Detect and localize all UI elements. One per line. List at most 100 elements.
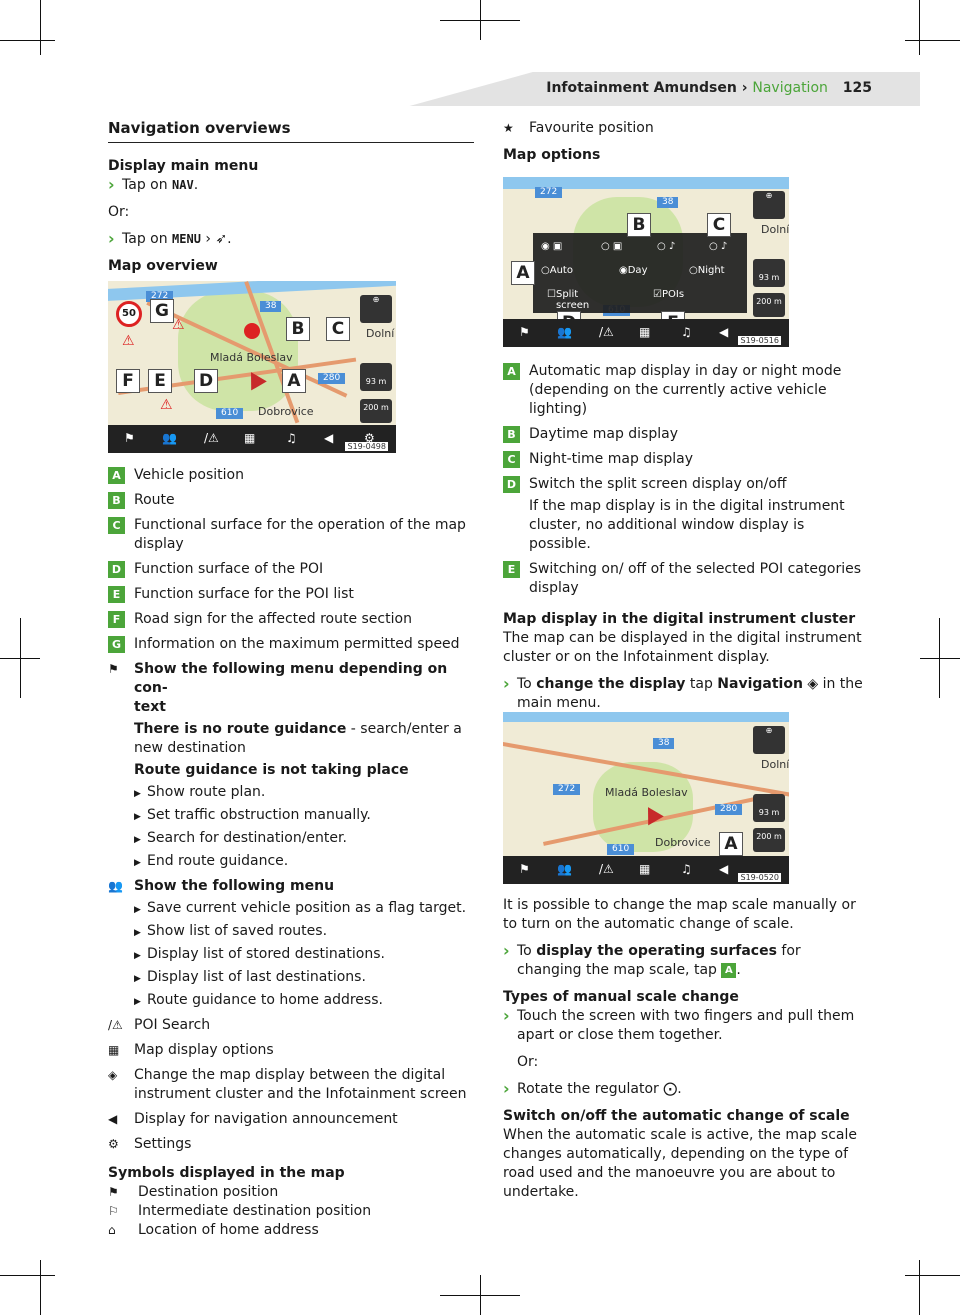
place-label: Mladá Boleslav [210,351,293,364]
menu-key[interactable]: MENU [172,232,201,246]
day-radio[interactable]: ◉ Day [619,265,648,276]
crop-mark [40,0,41,55]
symbol-item: ⚐Intermediate destination position [108,1203,372,1219]
destination-flag-icon[interactable]: ⚑ [124,431,135,445]
crop-mark [480,1275,481,1315]
header-subsection[interactable]: Navigation [752,80,828,96]
intermediate-flag-icon: ⚐ [108,1204,119,1218]
symbol-item: ⚑Destination position [108,1184,279,1200]
label-a: A [282,369,306,393]
map-overview-figure: 272 38 280 610 Mladá Boleslav Dobrovice … [108,281,396,453]
road-shield: 280 [318,373,346,384]
music-icon[interactable]: ♫ [286,431,297,445]
auto-text: When the automatic scale is active, the … [503,1127,857,1200]
night-radio[interactable]: ○ Night [689,265,725,276]
destination-flag-icon[interactable]: ⚑ [519,325,530,339]
auto-radio[interactable]: ○ Auto [541,265,573,276]
destination-flag-icon: ⚑ [108,662,119,676]
compass-button[interactable]: ⊕ [360,295,392,323]
header-section: Infotainment Amundsen [546,80,737,96]
symbol-item: ⌂Location of home address [108,1222,319,1238]
map-options-icon[interactable]: ▦ [639,325,651,339]
destination-flag-icon[interactable]: ⚑ [519,862,530,876]
music-icon[interactable]: ♫ [681,862,692,876]
split-map-option-icon[interactable]: ○ ♪ [657,241,676,252]
or-text: Or: [517,1054,539,1070]
scale-93: 93 m [360,363,392,391]
label-d: D [194,369,218,393]
label-g: G [150,299,174,323]
key-badge: D [503,476,520,493]
poi-search-icon[interactable]: /⚠ [204,431,219,445]
compass-button[interactable]: ⊕ [753,191,785,219]
key-badge: F [108,611,125,628]
key-badge: C [108,517,125,534]
step-tap-menu: Tap on MENU › ➶. [108,229,474,249]
poi-search-icon[interactable]: /⚠ [599,325,614,339]
map-options-heading: Map options [503,147,601,163]
music-icon[interactable]: ♫ [681,325,692,339]
display-main-menu-heading: Display main menu [108,158,259,174]
warning-sign-icon: ⚠ [172,317,185,333]
cluster-heading: Map display in the digital instrument cl… [503,611,856,627]
map-options-figure: 272 38 610 Dolní ◉ ▣ ○ ▣ ○ ♪ ○ ♪ ○ Auto … [503,177,789,347]
or-text: Or: [108,204,130,220]
list-item: Search for destination/enter. [134,829,474,850]
compass-button[interactable]: ⊕ [753,726,785,754]
warning-sign-icon: ⚠ [160,397,173,413]
person-menu-icon[interactable]: 👥 [557,862,572,876]
map-options-icon[interactable]: ▦ [639,862,651,876]
icon-list-item: ▦Map display options [108,1042,274,1058]
person-menu-icon[interactable]: 👥 [162,431,177,445]
map-options-panel: ◉ ▣ ○ ▣ ○ ♪ ○ ♪ ○ Auto ◉ Day ○ Night ☐ S… [533,233,747,313]
key-badge: B [503,426,520,443]
star-icon: ★ [503,121,514,135]
place-label: Dobrovice [258,405,314,418]
day-map-option-icon[interactable]: ◉ ▣ [541,241,563,252]
night-map-option-icon[interactable]: ○ ▣ [601,241,623,252]
key-badge: A [721,962,737,978]
poi-search-icon[interactable]: /⚠ [599,862,614,876]
page-number: 125 [842,80,872,96]
settings-icon[interactable]: ⚙ [364,431,375,445]
label-a: A [719,832,743,856]
menu1-block: ⚑ Show the following menu depending on c… [108,660,474,873]
label-a: A [511,261,535,285]
crop-mark [480,0,481,40]
cluster-text: The map can be displayed in the digital … [503,630,862,665]
list-item: Show list of saved routes. [134,922,474,943]
scale-200[interactable]: 200 m [753,828,785,852]
icon-list-item: ◀Display for navigation announcement [108,1111,398,1127]
list-item: Show route plan. [134,783,474,804]
announcement-icon[interactable]: ◀ [719,862,729,876]
list-item: Save current vehicle position as a flag … [134,899,474,920]
map-options-icon[interactable]: ▦ [244,431,256,445]
figure-code: S19-0498 [345,442,388,451]
crop-mark [0,40,55,41]
label-e: E [148,369,172,393]
list-item: Set traffic obstruction manually. [134,806,474,827]
split-screen-checkbox[interactable]: ☐ Split screen [547,289,590,311]
key-badge: B [108,492,125,509]
key-badge: G [108,636,125,653]
pois-checkbox[interactable]: ☑ POIs [653,289,685,300]
crop-mark [919,0,920,55]
label-f: F [116,369,140,393]
map-overview-heading: Map overview [108,258,218,274]
right-column: ★Favourite position Map options [503,119,869,165]
crop-mark [905,40,960,41]
person-menu-icon[interactable]: 👥 [557,325,572,339]
poi-map-option-icon[interactable]: ○ ♪ [709,241,728,252]
road-shield: 610 [216,408,244,419]
nav-key[interactable]: NAV [172,178,194,192]
announcement-icon[interactable]: ◀ [719,325,729,339]
announcement-icon[interactable]: ◀ [324,431,334,445]
